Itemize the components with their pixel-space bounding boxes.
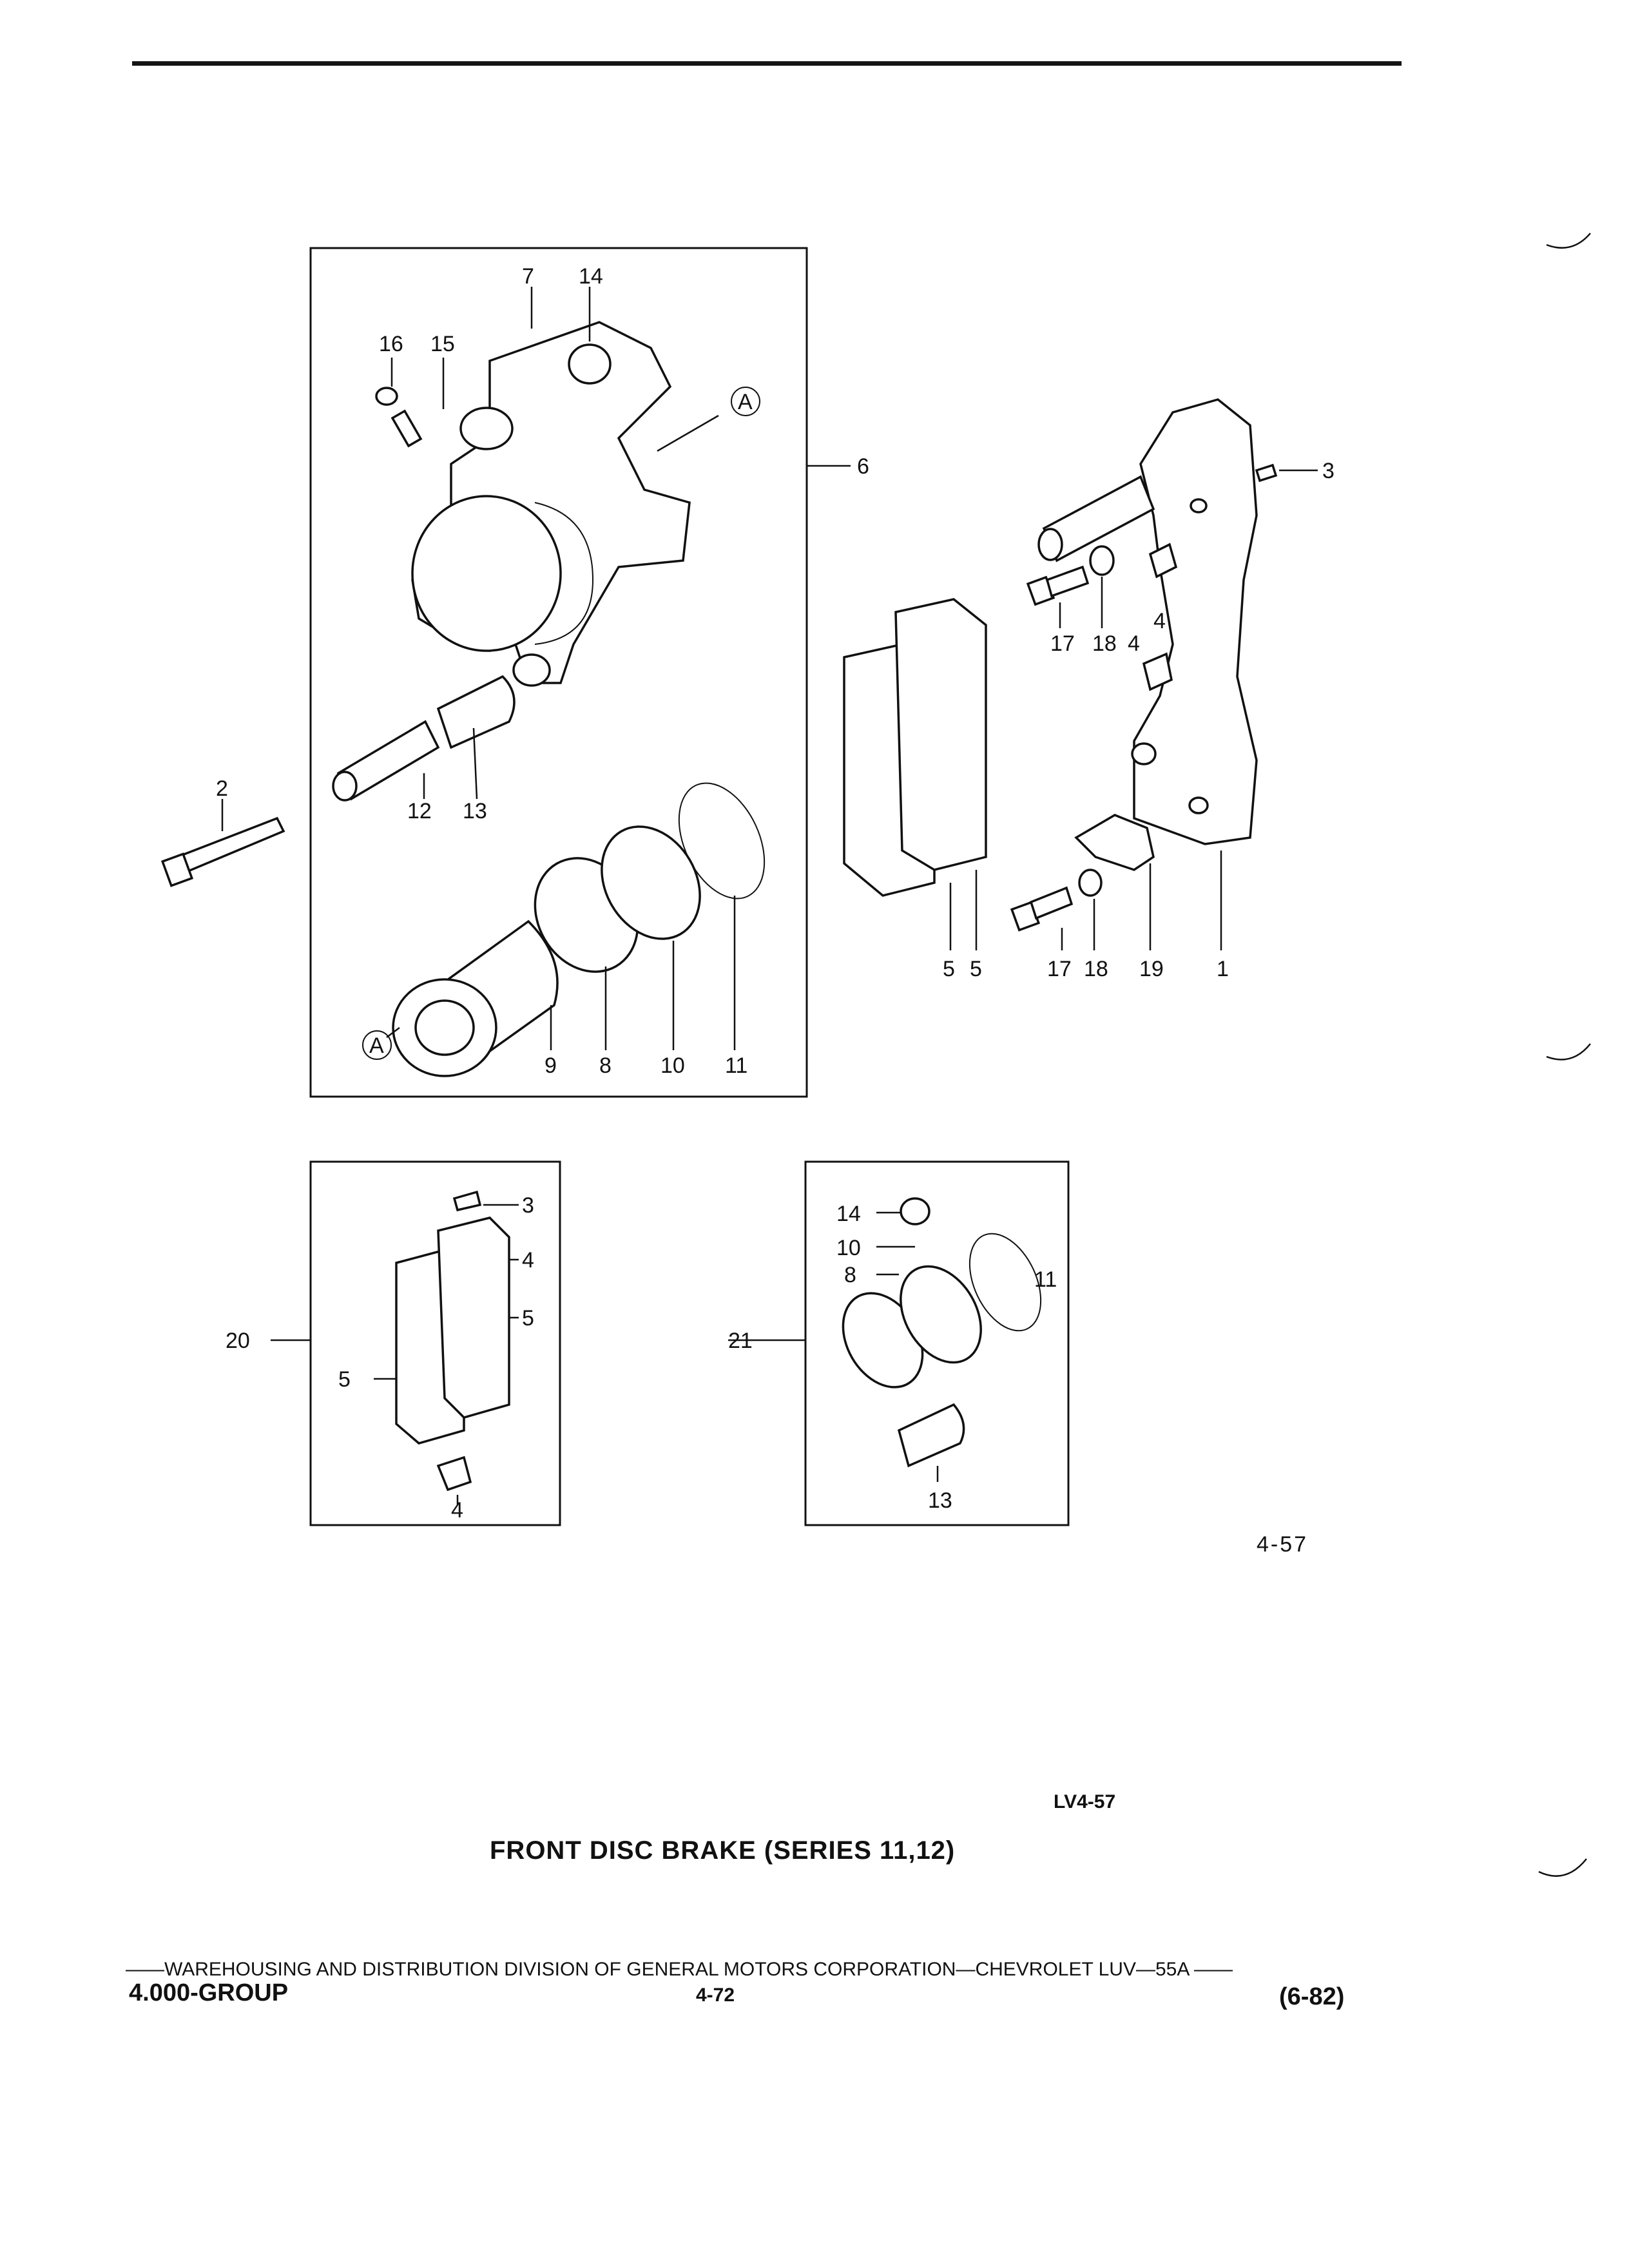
callout-21: 21 <box>728 1329 753 1353</box>
washer-upper <box>1089 545 1115 576</box>
clip-upper <box>1255 463 1278 483</box>
kit-callout-8: 8 <box>844 1263 856 1287</box>
lock-plate <box>1074 814 1155 871</box>
figure-number: 4-57 <box>1257 1532 1309 1557</box>
kit-callout-4-bottom: 4 <box>451 1498 463 1523</box>
footer-page-number: 4-72 <box>696 1984 735 2006</box>
kit-callout-5-left: 5 <box>338 1367 351 1392</box>
ref-a-circle-top <box>731 387 760 416</box>
kit-callout-11: 11 <box>1034 1267 1057 1292</box>
binder-mark-3 <box>1538 1858 1587 1877</box>
callout-15: 15 <box>430 332 455 356</box>
binder-mark-2 <box>1546 1043 1591 1061</box>
caliper-assembly-frame <box>309 247 808 1098</box>
header-rule <box>132 61 1402 66</box>
callout-labels: 7 14 16 15 A 6 2 12 13 A 9 8 10 11 5 5 1… <box>216 264 1335 1523</box>
callout-13: 13 <box>463 799 487 823</box>
shim-upper <box>1148 543 1178 579</box>
callout-10: 10 <box>660 1053 685 1078</box>
kit-boot-ring <box>900 1265 982 1364</box>
retaining-ring <box>678 782 766 899</box>
kit-callout-5-right: 5 <box>522 1306 534 1331</box>
callout-1: 1 <box>1217 957 1229 981</box>
footer-group: 4.000-GROUP <box>129 1979 289 2006</box>
callout-20: 20 <box>226 1329 250 1353</box>
footer-date: (6-82) <box>1279 1983 1345 2010</box>
callout-4-upper: 4 <box>1153 609 1166 633</box>
mounting-bolt <box>160 816 285 887</box>
seal-kit-frame <box>804 1160 1070 1526</box>
ref-a-circle-bottom <box>362 1030 392 1060</box>
callout-2: 2 <box>216 776 228 801</box>
bleeder-screw <box>390 409 423 448</box>
callout-11: 11 <box>725 1053 747 1078</box>
leader-lines <box>221 287 1318 1504</box>
pad-kit-pads <box>395 1190 510 1492</box>
callout-5-left: 5 <box>943 957 955 981</box>
kit-retaining-ring <box>969 1233 1042 1332</box>
callout-18-upper: 18 <box>1092 631 1117 656</box>
piston <box>392 919 559 1077</box>
callout-16: 16 <box>379 332 403 356</box>
guide-pin <box>332 720 440 802</box>
callout-3: 3 <box>1322 459 1335 483</box>
sleeve-pin <box>1037 475 1155 562</box>
caliper-body <box>411 321 691 687</box>
callout-19: 19 <box>1139 957 1164 981</box>
callout-9: 9 <box>545 1053 557 1078</box>
callout-a-bottom: A <box>369 1033 384 1058</box>
kit-callout-14: 14 <box>836 1202 861 1226</box>
bleeder-cap <box>375 387 398 406</box>
kit-bush <box>900 1197 930 1225</box>
callout-17-lower: 17 <box>1047 957 1072 981</box>
callout-8: 8 <box>599 1053 612 1078</box>
callout-17-upper: 17 <box>1050 631 1075 656</box>
callout-18-lower: 18 <box>1084 957 1108 981</box>
caliper-bolt-lower <box>1010 886 1074 932</box>
caliper-support <box>1131 398 1258 845</box>
kit-pin-boot <box>897 1403 965 1468</box>
callout-5-right: 5 <box>970 957 982 981</box>
kit-callout-3: 3 <box>522 1193 534 1218</box>
pin-boot <box>436 675 516 749</box>
callout-4-lower: 4 <box>1128 631 1140 656</box>
shim-lower <box>1142 652 1173 691</box>
washer-lower <box>1078 869 1103 897</box>
pad-kit-frame <box>309 1160 561 1526</box>
figure-title: FRONT DISC BRAKE (SERIES 11,12) <box>490 1836 956 1865</box>
callout-a-top: A <box>738 390 753 414</box>
callout-12: 12 <box>407 799 432 823</box>
footer-division-line: ——WAREHOUSING AND DISTRIBUTION DIVISION … <box>126 1959 1233 1980</box>
caliper-bolt-upper <box>1026 565 1090 606</box>
callout-6: 6 <box>857 454 869 479</box>
figure-code: LV4-57 <box>1054 1791 1116 1812</box>
callout-14: 14 <box>579 264 603 289</box>
kit-callout-4: 4 <box>522 1248 534 1273</box>
kit-callout-13: 13 <box>928 1488 952 1513</box>
brake-pads <box>843 598 987 897</box>
kit-callout-10: 10 <box>836 1236 861 1260</box>
callout-7: 7 <box>522 264 534 289</box>
binder-mark-1 <box>1546 233 1591 249</box>
